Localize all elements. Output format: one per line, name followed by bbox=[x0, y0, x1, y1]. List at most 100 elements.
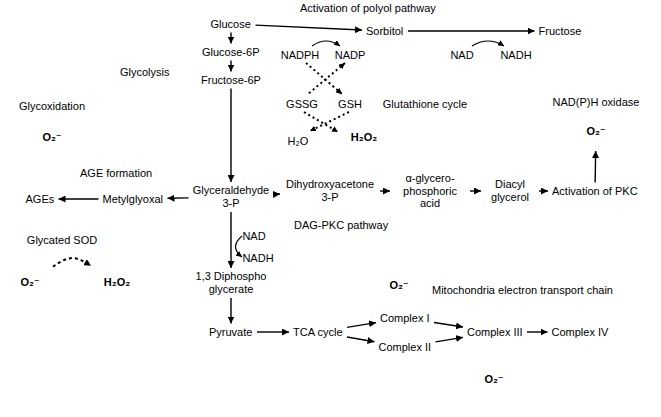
metabolite: α-glycero- phosphoric acid bbox=[391, 171, 469, 211]
ros-label: O₂⁻ bbox=[8, 262, 52, 302]
pathway-arrow bbox=[380, 190, 390, 191]
pathway-label: NADH bbox=[242, 252, 273, 265]
node-text: 1,3 Diphospho glycerate bbox=[193, 270, 269, 295]
ros-label: O₂⁻ bbox=[573, 112, 619, 150]
band-fill bbox=[272, 17, 640, 45]
node-text: Metylglyoxal bbox=[103, 193, 164, 206]
ros-starburst: H₂O₂ bbox=[92, 262, 142, 302]
metabolite: Fructose bbox=[536, 24, 585, 39]
pathway-arrow bbox=[408, 30, 535, 31]
pathway-label: NADP bbox=[335, 49, 366, 62]
pathway-label: GSH bbox=[338, 98, 362, 111]
cofactor-arrow bbox=[312, 41, 340, 46]
node-text: Complex I bbox=[380, 312, 430, 325]
pathway-arrow bbox=[434, 323, 463, 328]
complex-box: Complex II bbox=[376, 340, 435, 355]
complex-box: Complex III bbox=[464, 325, 526, 340]
pathway-label: Glutathione cycle bbox=[383, 98, 467, 111]
pathway-label: NADH bbox=[500, 49, 531, 62]
pathway-arrow bbox=[230, 298, 231, 324]
pathway-arrow bbox=[59, 198, 99, 199]
cycle-arrow bbox=[306, 63, 342, 94]
cofactor-arrow bbox=[236, 236, 243, 257]
node-text: Dihydroxyacetone 3-P bbox=[284, 178, 376, 203]
metabolite: Dihydroxyacetone 3-P bbox=[281, 177, 379, 205]
ros-starburst: H₂O₂ bbox=[343, 117, 385, 157]
polyol-band: Activation of polyol pathwaySorbitolFruc… bbox=[272, 17, 640, 45]
cycle-arrow bbox=[310, 112, 349, 131]
metabolite: Glucose-6P bbox=[199, 45, 263, 60]
metabolite: AGEs bbox=[23, 192, 58, 207]
pathway-arrow bbox=[347, 323, 376, 328]
ros-starburst: NAD(P)H oxidaseO₂⁻ bbox=[573, 112, 619, 150]
metabolite: Glucose bbox=[208, 17, 255, 32]
ros-starburst: O₂⁻ bbox=[378, 266, 420, 304]
cycle-arrow bbox=[308, 63, 345, 94]
ros-starburst: O₂⁻ bbox=[8, 262, 52, 302]
metabolite: Metylglyoxal bbox=[100, 192, 167, 207]
dag-pkc-band: DAG-PKC pathwayDihydroxyacetone 3-Pα-gly… bbox=[272, 165, 650, 217]
pathway-arrow bbox=[257, 331, 289, 332]
band-heading: DAG-PKC pathway bbox=[294, 219, 388, 232]
node-text: Pyruvate bbox=[209, 326, 252, 339]
pathway-arrow bbox=[347, 337, 375, 342]
band-heading: Mitochondria electron transport chain bbox=[432, 284, 613, 297]
metabolite: TCA cycle bbox=[290, 325, 346, 340]
metabolite: Fructose-6P bbox=[198, 73, 264, 88]
node-text: Complex IV bbox=[552, 326, 609, 339]
band-heading: Glycolysis bbox=[120, 66, 170, 79]
node-text: Glucose-6P bbox=[202, 46, 259, 59]
node-text: AGEs bbox=[26, 193, 55, 206]
ros-label: O₂⁻ bbox=[30, 117, 74, 157]
node-text: TCA cycle bbox=[293, 326, 343, 339]
cycle-arrow bbox=[304, 112, 338, 132]
pathway-arrow bbox=[230, 89, 231, 183]
complex-box: Complex I bbox=[377, 311, 433, 326]
node-text: Diacyl glycerol bbox=[485, 178, 535, 203]
age-band: AGE formationAGEsMetylglyoxal bbox=[5, 183, 190, 215]
pathway-arrow bbox=[594, 151, 596, 183]
pathway-arrow bbox=[168, 197, 189, 199]
metabolite: 1,3 Diphospho glycerate bbox=[190, 269, 272, 297]
node-text: α-glycero- phosphoric acid bbox=[394, 172, 466, 210]
ros-label: O₂⁻ bbox=[378, 266, 420, 304]
pathway-label: H₂O bbox=[288, 135, 309, 148]
pathway-arrow bbox=[527, 331, 548, 332]
pathway-arrow bbox=[256, 25, 363, 30]
ros-starburst: GlycoxidationO₂⁻ bbox=[30, 117, 74, 157]
glycolysis-band: GlycolysisGlucoseGlucose-6PFructose-6PGl… bbox=[190, 8, 272, 400]
pathway-label: Glycated SOD bbox=[27, 234, 97, 247]
pathway-arrow bbox=[470, 190, 481, 191]
node-text: Fructose bbox=[539, 25, 582, 38]
cofactor-arrow bbox=[472, 41, 504, 46]
metabolite: Diacyl glycerol bbox=[482, 177, 538, 205]
node-text: Glucose bbox=[211, 18, 251, 31]
node-text: Complex II bbox=[379, 341, 432, 354]
pathway-label: NADPH bbox=[281, 49, 320, 62]
node-text: Complex III bbox=[467, 326, 523, 339]
complex-box: Complex IV bbox=[549, 325, 612, 340]
ros-label: H₂O₂ bbox=[343, 117, 385, 157]
ros-label: O₂⁻ bbox=[472, 360, 516, 398]
pathway-arrow bbox=[436, 337, 464, 342]
band-heading: Activation of polyol pathway bbox=[300, 2, 436, 15]
pathway-label: NAD bbox=[450, 49, 473, 62]
pathway-arrow bbox=[53, 258, 91, 267]
mitochondria-band: Mitochondria electron transport chainTCA… bbox=[272, 300, 650, 362]
pathway-arrow bbox=[230, 212, 231, 268]
pathway-arrow bbox=[539, 190, 548, 191]
pathway-label: NAD bbox=[242, 230, 265, 243]
metabolite: Sorbitol bbox=[363, 24, 407, 39]
pathway-arrow bbox=[230, 33, 231, 44]
node-text: Fructose-6P bbox=[201, 74, 261, 87]
node-text: Sorbitol bbox=[366, 25, 403, 38]
ros-label: H₂O₂ bbox=[92, 262, 142, 302]
ros-starburst: O₂⁻ bbox=[472, 360, 516, 398]
band-heading: AGE formation bbox=[80, 167, 152, 180]
pathway-label: GSSG bbox=[286, 98, 318, 111]
pathway-arrow bbox=[274, 193, 281, 195]
metabolite: Pyruvate bbox=[206, 325, 256, 340]
